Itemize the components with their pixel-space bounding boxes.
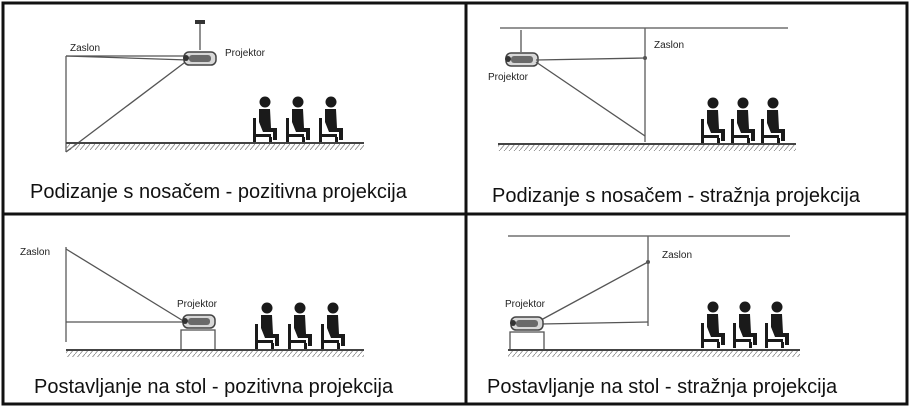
panel-caption: Postavljanje na stol - pozitivna projekc… <box>34 376 394 398</box>
panel-ceiling-front: Zaslon Projektor Podizanje s nosačem - p… <box>30 20 408 203</box>
person-icon <box>761 97 785 144</box>
panel-caption: Postavljanje na stol - stražnja projekci… <box>487 376 838 398</box>
person-icon <box>733 301 757 348</box>
projector-icon <box>181 314 216 329</box>
screen-label: Zaslon <box>70 43 100 54</box>
table-stand <box>509 331 545 351</box>
person-icon <box>321 302 345 349</box>
projector-icon <box>504 52 539 67</box>
projector-label: Projektor <box>505 299 546 310</box>
person-icon <box>288 302 312 349</box>
table-stand <box>180 329 216 351</box>
person-icon <box>286 96 310 143</box>
person-icon <box>701 301 725 348</box>
projector-icon <box>509 316 544 331</box>
projector-icon <box>182 51 217 66</box>
panel-table-rear: Zaslon Projektor Postavljanje na stol - … <box>487 235 838 398</box>
screen-label: Zaslon <box>662 250 692 261</box>
panel-table-front: Zaslon Projektor Postavljanje na stol - … <box>20 247 394 398</box>
screen-label: Zaslon <box>20 247 50 258</box>
person-icon <box>701 97 725 144</box>
projector-label: Projektor <box>225 48 266 59</box>
panel-caption: Podizanje s nosačem - pozitivna projekci… <box>30 181 408 203</box>
person-icon <box>731 97 755 144</box>
person-icon <box>253 96 277 143</box>
panel-ceiling-rear: Zaslon Projektor Podizanje s nosačem - s… <box>488 27 861 207</box>
projector-label: Projektor <box>488 72 529 83</box>
panel-caption: Podizanje s nosačem - stražnja projekcij… <box>492 185 861 207</box>
person-icon <box>765 301 789 348</box>
person-icon <box>255 302 279 349</box>
person-icon <box>319 96 343 143</box>
screen-label: Zaslon <box>654 40 684 51</box>
projector-label: Projektor <box>177 299 218 310</box>
